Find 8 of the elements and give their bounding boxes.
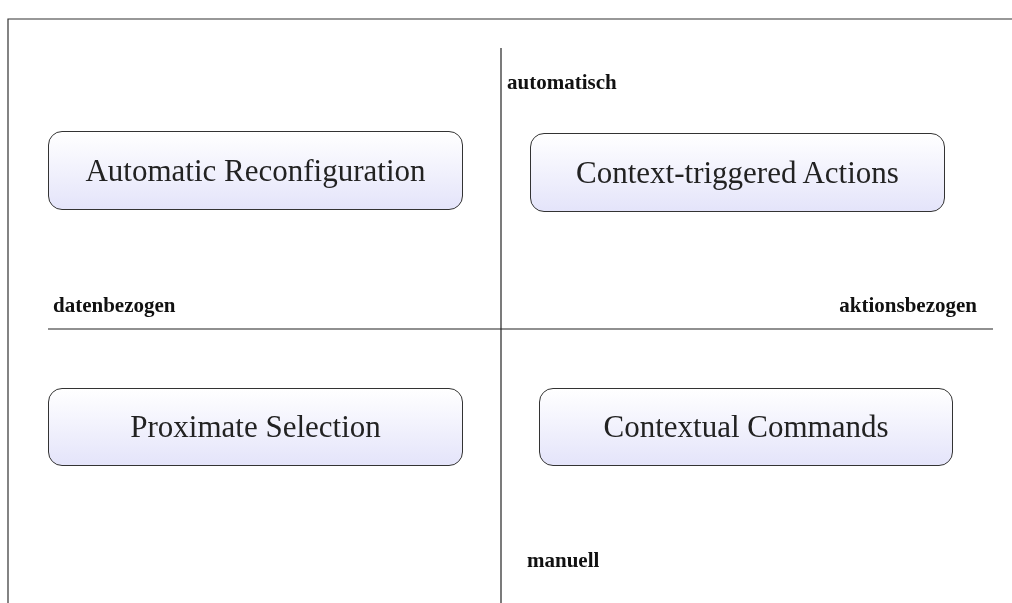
axis-label: datenbezogen bbox=[53, 293, 176, 318]
quadrant-box: Proximate Selection bbox=[48, 388, 463, 466]
quadrant-box: Context-triggered Actions bbox=[530, 133, 945, 212]
axis-label: manuell bbox=[527, 548, 600, 573]
quadrant-box: Automatic Reconfiguration bbox=[48, 131, 463, 210]
quadrant-box: Contextual Commands bbox=[539, 388, 953, 466]
axis-label: aktionsbezogen bbox=[839, 293, 977, 318]
axis-label: automatisch bbox=[507, 70, 617, 95]
